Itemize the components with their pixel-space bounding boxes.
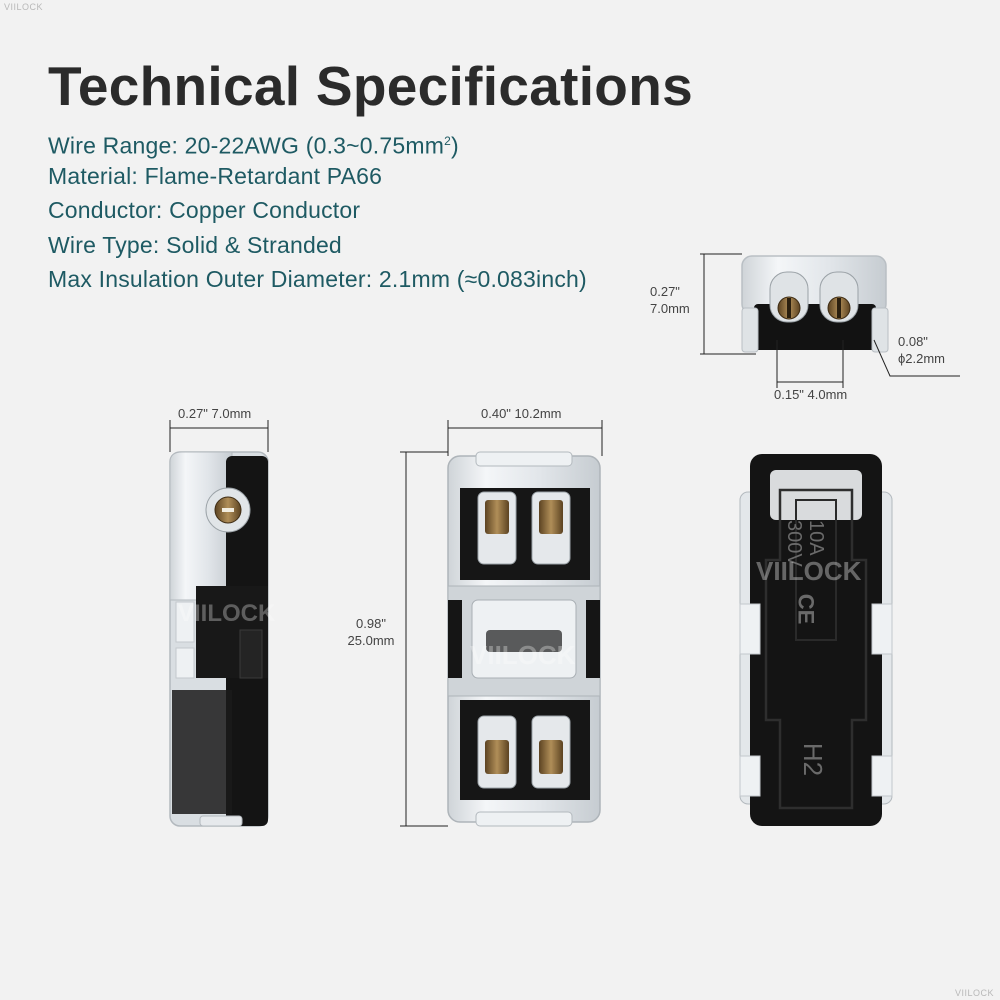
dim-side-width: 0.27" 7.0mm (178, 406, 252, 421)
spec-max-insulation: Max Insulation Outer Diameter: 2.1mm (≈0… (48, 266, 587, 292)
connector-front-view (447, 451, 601, 827)
dim-end-height: 0.27" 7.0mm (650, 284, 690, 316)
spec-material: Material: Flame-Retardant PA66 (48, 162, 383, 189)
spec-wire-range: Wire Range: 20-22AWG (0.3~0.75mm2) (48, 132, 459, 159)
dim-length: 0.98" 25.0mm (347, 616, 395, 648)
dim-hole-pitch: 0.15" 4.0mm (774, 387, 848, 402)
corner-brand-mark-bottom: VIILOCK (954, 988, 994, 998)
watermark-back: VIILOCK (756, 556, 862, 586)
end-view-dimension-lines (700, 253, 960, 388)
connector-side-view (169, 451, 269, 827)
spec-conductor: Conductor: Copper Conductor (48, 197, 361, 223)
page-title: Technical Specifications (48, 55, 693, 117)
spec-wire-type: Wire Type: Solid & Stranded (48, 231, 342, 258)
front-view-dimension-lines (400, 420, 603, 827)
corner-brand-mark: VIILOCK (4, 2, 44, 12)
dim-hole-diameter: 0.08" ϕ2.2mm (898, 334, 946, 366)
spec-list: Wire Range: 20-22AWG (0.3~0.75mm2) Mater… (48, 124, 587, 297)
dim-front-width: 0.40" 10.2mm (481, 406, 562, 421)
side-view-dimension-lines (169, 420, 269, 452)
watermark-front: VIILOCK (470, 640, 576, 670)
model-mark: H2 (798, 742, 829, 777)
ce-mark: CE (793, 593, 819, 625)
connector-back-view (739, 454, 893, 826)
connector-end-view (741, 255, 889, 353)
watermark-side: VIILOCK (178, 600, 276, 627)
